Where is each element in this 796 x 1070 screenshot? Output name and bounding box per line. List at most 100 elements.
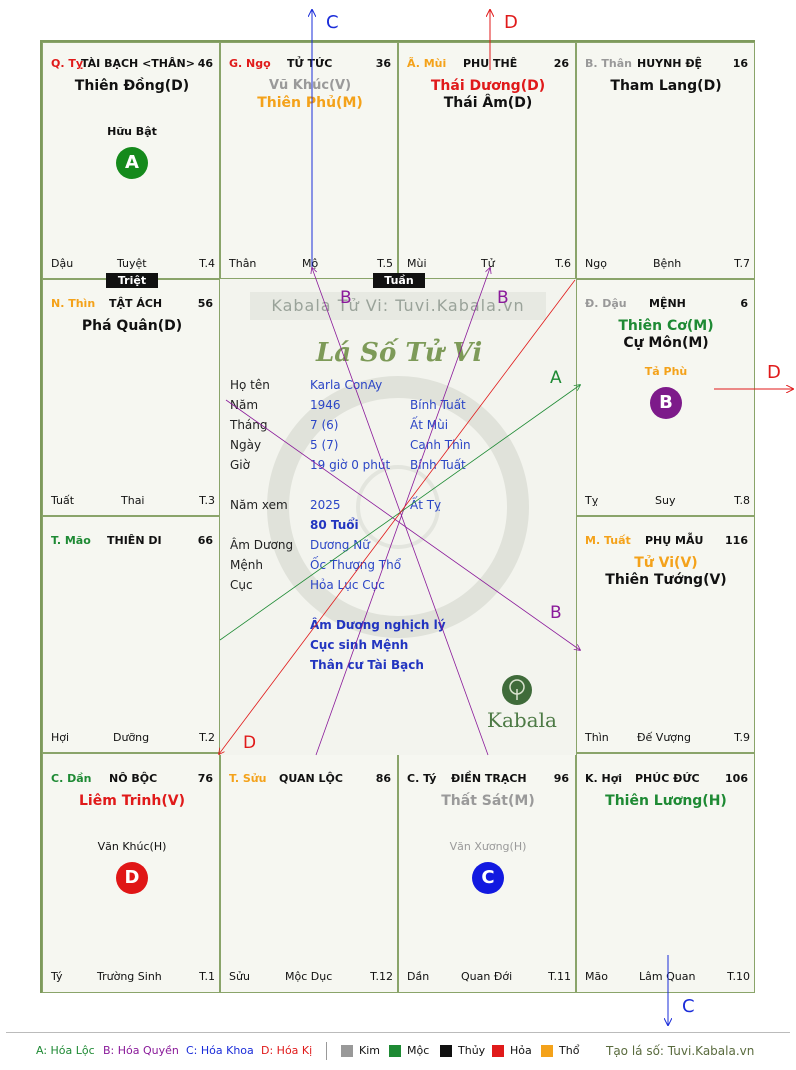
palace-number: 36 <box>375 57 391 70</box>
main-star: Vũ Khúc(V) <box>268 78 352 93</box>
palace-number: 56 <box>197 297 213 310</box>
age-value: 80 Tuổi <box>310 518 359 532</box>
note: Cục sinh Mệnh <box>310 638 409 652</box>
arrow-label: D <box>504 12 518 33</box>
info-label: Ngày <box>230 438 262 452</box>
cell-mao-cat[interactable]: T. Mão THIÊN DI 66 Hợi Dưỡng T.2 <box>42 516 220 753</box>
info-value: Dương Nữ <box>310 538 370 552</box>
year-view-value: 2025 <box>310 498 341 512</box>
footer-phase: Dưỡng <box>113 731 150 744</box>
kabala-logo-text: Kabala <box>487 708 557 732</box>
main-star: Liêm Trinh(V) <box>79 793 185 809</box>
palace-number: 6 <box>740 297 748 310</box>
info-can-chi: Bính Tuất <box>410 458 466 472</box>
year-view-can-chi: Ất Tỵ <box>410 498 442 512</box>
footer-branch: Hợi <box>51 731 70 744</box>
legend-hoa-khoa: C: Hóa Khoa <box>186 1044 254 1057</box>
palace-number: 106 <box>725 772 748 785</box>
branch-label: G. Ngọ <box>229 57 271 70</box>
cell-ngo-horse[interactable]: G. Ngọ TỬ TỨC 36 Vũ Khúc(V) Thiên Phủ(M)… <box>220 42 398 279</box>
hoa-ki-marker: D <box>116 862 148 894</box>
footer-branch: Thân <box>229 257 257 270</box>
main-star: Tử Vi(V) <box>634 555 698 571</box>
info-label: Năm <box>230 398 259 412</box>
palace-name: MỆNH <box>649 297 686 310</box>
footer-branch: Sửu <box>229 970 250 983</box>
branch-label: T. Mão <box>51 534 91 547</box>
footer-month: T.6 <box>555 257 571 270</box>
footer-phase: Suy <box>655 494 676 507</box>
legend-site-link[interactable]: Tạo lá số: Tuvi.Kabala.vn <box>606 1044 755 1058</box>
legend-hoa-ki: D: Hóa Kị <box>261 1044 313 1057</box>
branch-label: N. Thìn <box>51 297 96 310</box>
palace-number: 86 <box>375 772 391 785</box>
palace-name: QUAN LỘC <box>279 772 343 785</box>
legend-kim: Kim <box>359 1044 380 1057</box>
footer-month: T.7 <box>734 257 750 270</box>
legend-swatch-hoa <box>492 1045 504 1057</box>
footer-month: T.2 <box>199 731 215 744</box>
hoa-quyen-marker: B <box>650 387 682 419</box>
main-star: Phá Quân(D) <box>81 318 183 334</box>
cell-ty-snake[interactable]: Q. Tỵ TÀI BẠCH <THÂN> 46 Thiên Đồng(D) H… <box>42 42 220 279</box>
cell-dau-rooster[interactable]: Đ. Dậu MỆNH 6 Thiên Cơ(M) Cự Môn(M) Tả P… <box>576 279 755 516</box>
cell-suu-ox[interactable]: T. Sửu QUAN LỘC 86 Sửu Mộc Dục T.12 <box>220 753 398 993</box>
footer-month: T.1 <box>199 970 215 983</box>
footer-phase: Tuyệt <box>117 257 147 270</box>
cell-tuat-dog[interactable]: M. Tuất PHỤ MẪU 116 Tử Vi(V) Thiên Tướng… <box>576 516 755 753</box>
footer-branch: Thìn <box>585 731 609 744</box>
arrow-label: D <box>767 362 781 383</box>
cell-thin-dragon[interactable]: N. Thìn TẬT ÁCH 56 Phá Quân(D) Tuất Thai… <box>42 279 220 516</box>
arrow-label: B <box>340 288 352 308</box>
info-label: Giờ <box>230 458 250 472</box>
palace-number: 26 <box>553 57 569 70</box>
info-value: 5 (7) <box>310 438 339 452</box>
main-star: Thiên Cơ(M) <box>618 318 714 334</box>
cell-mui-goat[interactable]: Ã. Mùi PHU THÊ 26 Thái Dương(D) Thái Âm(… <box>398 42 576 279</box>
main-star: Thiên Đồng(D) <box>74 78 190 94</box>
legend-swatch-kim <box>341 1045 353 1057</box>
branch-label: K. Hợi <box>585 772 623 785</box>
legend-thuy: Thủy <box>458 1044 486 1057</box>
branch-label: Q. Tỵ <box>51 57 84 70</box>
footer-month: T.10 <box>727 970 750 983</box>
main-star: Tham Lang(D) <box>610 78 722 94</box>
info-label: Âm Dương <box>230 538 294 552</box>
info-can-chi: Bính Tuất <box>410 398 466 412</box>
cell-ty-rat[interactable]: C. Tý ĐIỀN TRẠCH 96 Thất Sát(M) Văn Xươn… <box>398 753 576 993</box>
palace-name: TỬ TỨC <box>287 57 333 70</box>
branch-label: Ã. Mùi <box>407 57 447 70</box>
legend-divider <box>6 1032 790 1033</box>
palace-name: HUYNH ĐỆ <box>637 57 703 70</box>
branch-label: T. Sửu <box>229 772 267 785</box>
info-can-chi: Ất Mùi <box>410 418 449 432</box>
tu-hoa-lines <box>0 0 796 1030</box>
info-label: Tháng <box>230 418 268 432</box>
branch-label: B. Thân <box>585 57 632 70</box>
palace-name: TẬT ÁCH <box>109 297 163 310</box>
palace-number: 16 <box>732 57 748 70</box>
info-value: Hỏa Lục Cục <box>310 578 385 592</box>
cell-dan-tiger[interactable]: C. Dần NÔ BỘC 76 Liêm Trinh(V) Văn Khúc(… <box>42 753 220 993</box>
legend-hoa: Hỏa <box>510 1044 532 1057</box>
legend-separator <box>326 1042 327 1060</box>
footer-phase: Trường Sinh <box>97 970 162 983</box>
legend-hoa-quyen: B: Hóa Quyền <box>103 1044 179 1057</box>
cell-hoi-pig[interactable]: K. Hợi PHÚC ĐỨC 106 Thiên Lương(H) Mão L… <box>576 753 755 993</box>
footer-phase: Mộc Dục <box>285 970 333 983</box>
main-star-2: Thiên Phủ(M) <box>257 95 363 111</box>
legend-bar: A: Hóa Lộc B: Hóa Quyền C: Hóa Khoa D: H… <box>0 1030 796 1070</box>
footer-month: T.9 <box>734 731 750 744</box>
legend-swatch-moc <box>389 1045 401 1057</box>
year-view-label: Năm xem <box>230 498 288 512</box>
footer-phase: Đế Vượng <box>637 731 691 744</box>
chart-title: Lá Số Tử Vi <box>316 338 483 368</box>
minor-star: Văn Khúc(H) <box>97 840 167 853</box>
palace-number: 66 <box>197 534 213 547</box>
kabala-tree-icon <box>502 675 532 705</box>
site-watermark: Kabala Tử Vi: Tuvi.Kabala.vn <box>250 292 546 320</box>
cell-than-monkey[interactable]: B. Thân HUYNH ĐỆ 16 Tham Lang(D) Ngọ Bện… <box>576 42 755 279</box>
legend-hoa-loc: A: Hóa Lộc <box>36 1044 95 1057</box>
footer-branch: Ngọ <box>585 257 607 270</box>
footer-phase: Bệnh <box>653 257 682 270</box>
